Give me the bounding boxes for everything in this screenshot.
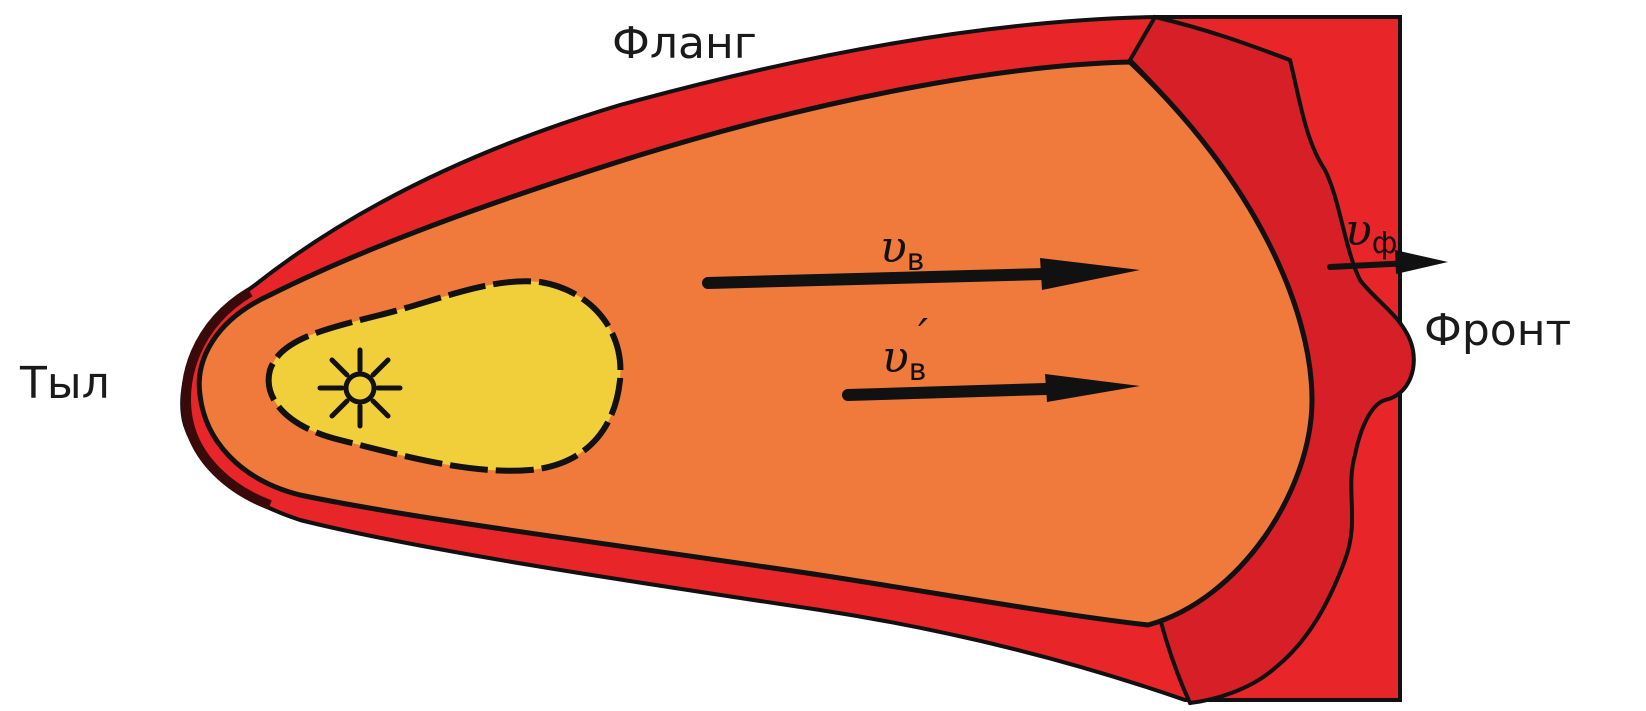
rear-label: Тыл: [19, 358, 110, 409]
flank-label: Фланг: [612, 18, 757, 69]
sun-icon: [320, 350, 400, 426]
wind-velocity-prime-mark: ′: [918, 310, 928, 361]
front-label: Фронт: [1424, 305, 1571, 356]
